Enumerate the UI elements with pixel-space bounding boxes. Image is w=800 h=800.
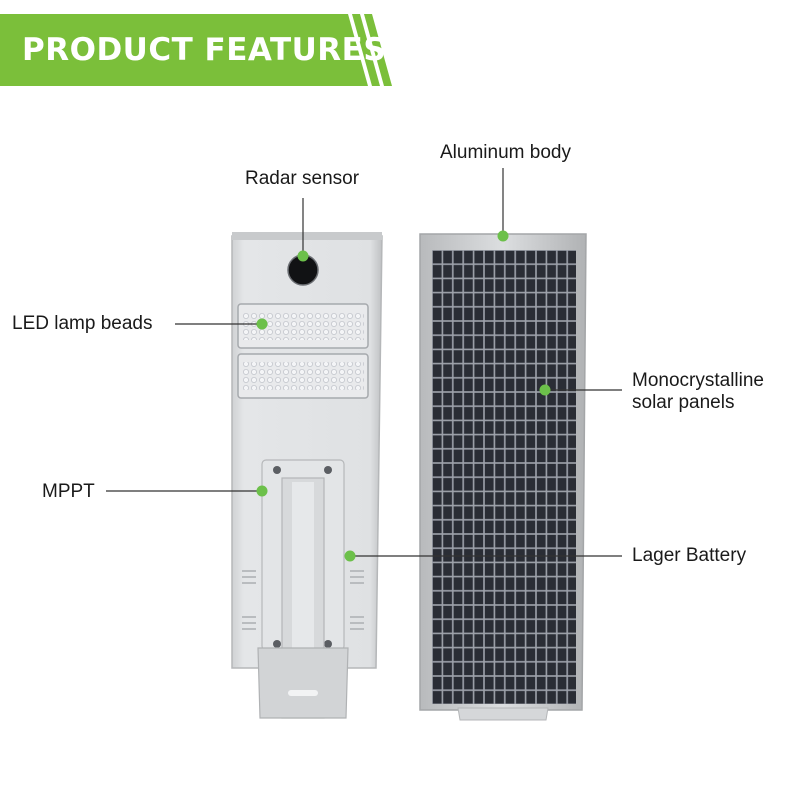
banner-background bbox=[0, 14, 368, 86]
solar-panels-label: Monocrystalline solar panels bbox=[632, 370, 792, 414]
battery-dot bbox=[344, 550, 356, 562]
page-title: PRODUCT FEATURES bbox=[22, 32, 387, 68]
radar-sensor-dome bbox=[288, 255, 318, 285]
vent-marks bbox=[242, 570, 364, 630]
lamp-top-edge bbox=[232, 232, 382, 240]
aluminum-body-label: Aluminum body bbox=[440, 142, 571, 163]
callout-lines bbox=[106, 168, 622, 557]
bracket-bolt-1 bbox=[273, 466, 281, 474]
radar-sensor-label: Radar sensor bbox=[245, 168, 360, 189]
solar-panels-label-line2: solar panels bbox=[632, 392, 735, 413]
bracket-bolt-4 bbox=[324, 640, 332, 648]
banner-stripe-2 bbox=[364, 14, 392, 86]
led-lamp-beads-label: LED lamp beads bbox=[12, 313, 153, 334]
radar-sensor-dot bbox=[297, 250, 309, 262]
mppt-label: MPPT bbox=[42, 481, 95, 502]
solar-panel bbox=[419, 233, 587, 721]
battery-label: Lager Battery bbox=[632, 545, 747, 566]
callout-dots bbox=[256, 230, 551, 562]
bracket-slot bbox=[288, 690, 318, 696]
solar-panels-dot bbox=[539, 384, 551, 396]
led-lamp-beads-dot bbox=[256, 318, 268, 330]
panel-cells bbox=[432, 250, 576, 704]
bracket-base bbox=[257, 647, 349, 719]
panel-bottom-lip bbox=[457, 707, 549, 721]
solar-panels-label-line1: Monocrystalline bbox=[632, 370, 764, 391]
banner-stripe-1 bbox=[352, 14, 380, 86]
bracket-bolt-2 bbox=[324, 466, 332, 474]
aluminum-body-dot bbox=[497, 230, 509, 242]
led-bead-array-2 bbox=[242, 362, 364, 390]
bracket-bolt-3 bbox=[273, 640, 281, 648]
header-banner bbox=[0, 14, 392, 86]
lamp-body bbox=[231, 232, 383, 719]
mppt-dot bbox=[256, 485, 268, 497]
